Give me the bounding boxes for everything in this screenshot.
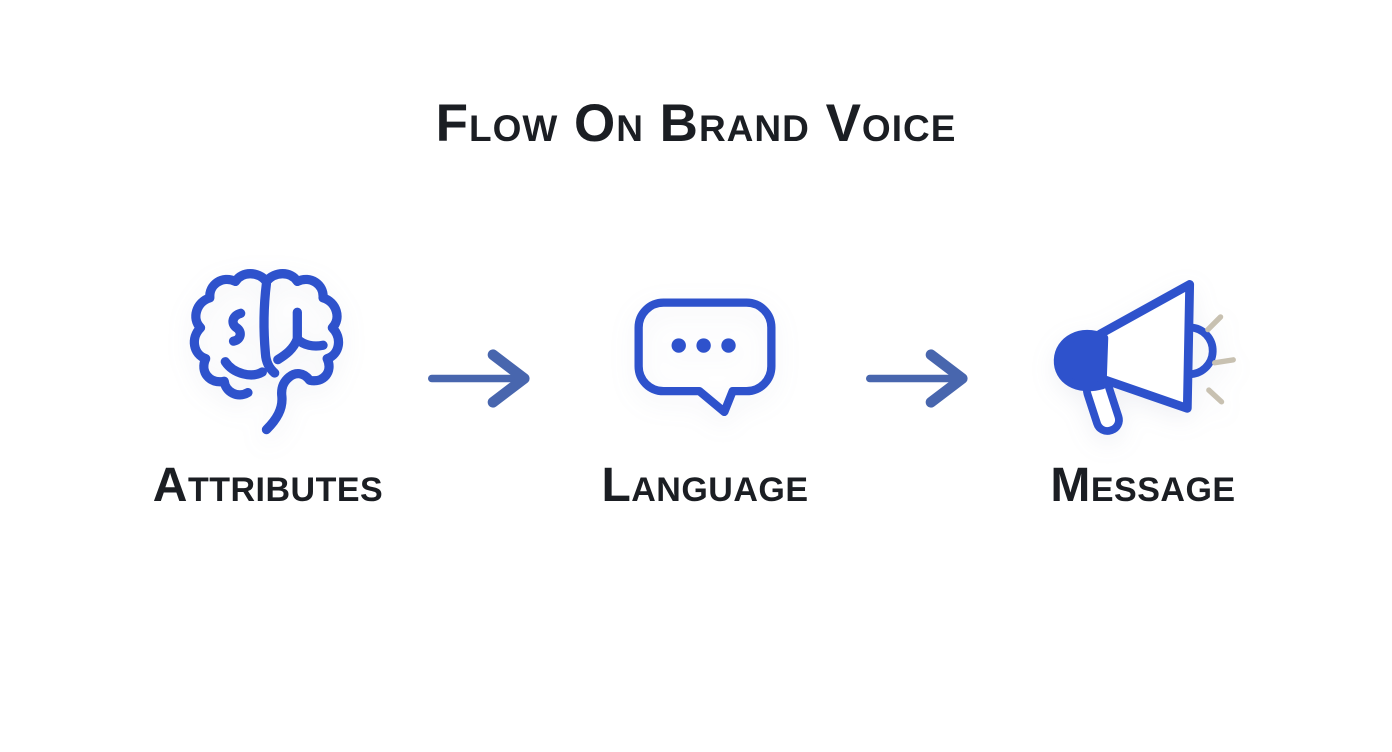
step-label-attributes: Attributes [152,459,384,512]
flow-connector-2 [866,346,991,411]
step-label-message: Message [1050,459,1236,512]
flow-step-language: Language [545,256,865,510]
megaphone-icon-box [983,256,1303,452]
diagram-title: Flow On Brand Voice [435,94,957,153]
flow-step-message: Message [983,256,1303,510]
arrow-right-icon [428,349,530,408]
brain-icon-box [108,256,428,452]
dot-2 [696,337,711,353]
megaphone-icon [1053,280,1236,435]
speech-bubble-icon-box [545,256,865,452]
speech-bubble-icon [634,298,776,416]
arrow-right-icon [866,349,968,408]
sound-waves [1205,314,1236,405]
step-label-language: Language [601,459,809,512]
flow-step-attributes: Attributes [108,256,428,510]
dot-3 [721,337,736,353]
flow-connector-1 [428,346,553,411]
dot-1 [671,337,686,353]
brain-icon [189,268,343,434]
